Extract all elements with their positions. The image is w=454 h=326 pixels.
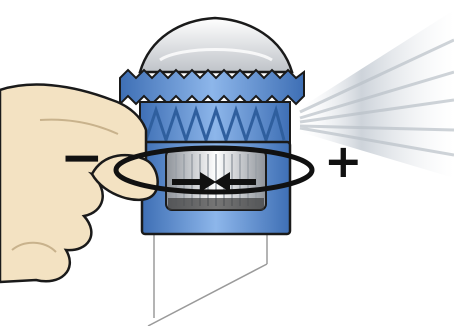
nozzle-collar [120,70,304,146]
decrease-sign: − [60,132,104,184]
nozzle-cap [140,18,292,72]
increase-sign: + [324,138,363,184]
riser-lines [148,232,267,326]
